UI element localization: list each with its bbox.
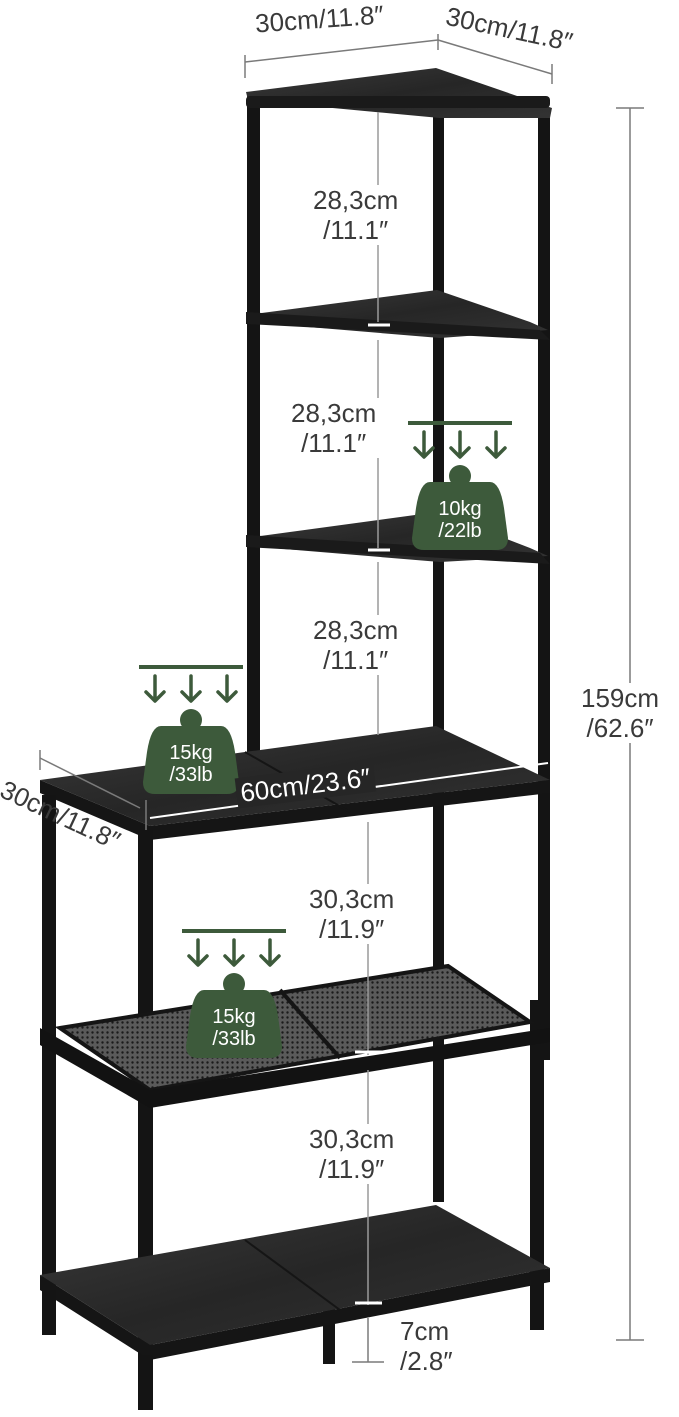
corner-shelf-2-edge (246, 312, 550, 340)
gap-1-label: 28,3cm/11.1″ (310, 185, 402, 245)
top-shelf (246, 68, 552, 118)
tower-right-post (538, 110, 550, 1060)
weight-arrow-icon (139, 665, 243, 794)
tower-back-post (433, 112, 444, 1202)
gap-2-label: 28,3cm/11.1″ (288, 398, 380, 458)
mesh-shelf (60, 966, 530, 1090)
desk-shelf-edge (40, 780, 550, 840)
corner-shelf-3-edge (246, 535, 550, 564)
corner-shelf-weight-label: 10kg /22lb (438, 498, 482, 542)
weight-arrow-icon (182, 929, 286, 1058)
top-shelf-edge (246, 96, 550, 108)
total-height-label: 159cm/62.6″ (578, 683, 663, 743)
mesh-shelf-frame (40, 1028, 550, 1108)
clearance-label: 7cm/2.8″ (400, 1316, 453, 1376)
weight-arrow-icon (408, 421, 512, 550)
gap-4-label: 30,3cm/11.9″ (306, 884, 398, 944)
corner-tower (246, 68, 552, 1202)
back-right-post (530, 1000, 544, 1330)
gap-3-label: 28,3cm/11.1″ (310, 615, 402, 675)
gap-5-label: 30,3cm/11.9″ (306, 1124, 398, 1184)
front-left-post (42, 795, 56, 1335)
bottom-shelf (40, 1205, 550, 1345)
mesh-shelf-weight-label: 15kg /33lb (212, 1006, 256, 1050)
tower-front-post (247, 95, 260, 755)
desk-shelf-weight-label: 15kg /33lb (169, 742, 213, 786)
